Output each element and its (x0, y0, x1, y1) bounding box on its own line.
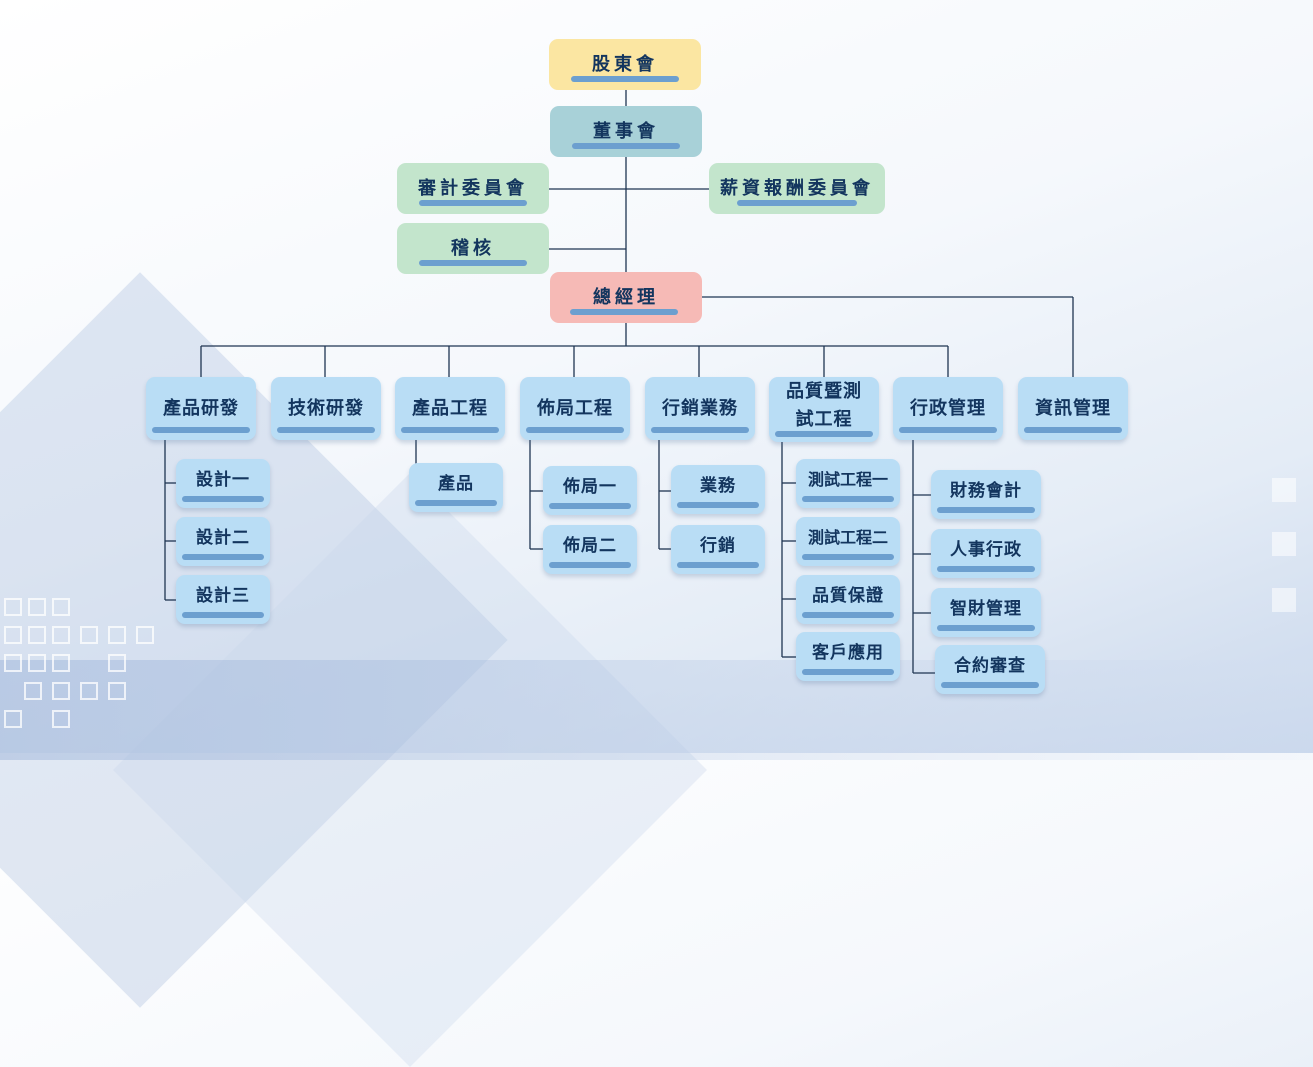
sub-sales: 業務 (671, 465, 765, 514)
accent-bar (775, 431, 873, 437)
accent-bar (941, 682, 1039, 688)
sub-hr-admin: 人事行政 (931, 529, 1041, 578)
sub-label: 智財管理 (950, 599, 1022, 620)
sub-layout-2: 佈局二 (543, 525, 637, 574)
sub-label: 佈局二 (563, 536, 617, 557)
dept-layout-engineering: 佈局工程 (520, 377, 630, 440)
accent-bar (419, 260, 527, 266)
accent-bar (899, 427, 997, 433)
accent-bar (802, 612, 894, 618)
sub-label: 財務會計 (950, 481, 1022, 502)
dept-label: 技術研發 (288, 397, 364, 419)
sub-marketing: 行銷 (671, 525, 765, 574)
dept-label: 產品工程 (412, 397, 488, 419)
accent-bar (549, 562, 631, 568)
accent-bar (571, 76, 679, 82)
accent-bar (677, 502, 759, 508)
accent-bar (277, 427, 375, 433)
dept-label: 行政管理 (910, 397, 986, 419)
accent-bar (802, 554, 894, 560)
dept-marketing-sales: 行銷業務 (645, 377, 755, 440)
accent-bar (802, 496, 894, 502)
dept-label: 資訊管理 (1035, 397, 1111, 419)
sub-test-engineering-2: 測試工程二 (796, 517, 900, 566)
sub-label: 人事行政 (950, 540, 1022, 561)
dept-tech-rd: 技術研發 (271, 377, 381, 440)
shareholders-node: 股東會 (549, 39, 701, 90)
sub-label: 品質保證 (812, 586, 884, 607)
dept-information-management: 資訊管理 (1018, 377, 1128, 440)
accent-bar (182, 612, 264, 618)
accent-bar (401, 427, 499, 433)
accent-bar (937, 566, 1035, 572)
sub-label: 佈局一 (563, 477, 617, 498)
sub-label: 產品 (438, 474, 474, 495)
sub-finance-accounting: 財務會計 (931, 470, 1041, 519)
accent-bar (651, 427, 749, 433)
accent-bar (737, 200, 857, 206)
shareholders-label: 股東會 (592, 53, 658, 75)
sub-ip-management: 智財管理 (931, 588, 1041, 637)
accent-bar (570, 309, 678, 315)
sub-quality-assurance: 品質保證 (796, 575, 900, 624)
dept-label: 產品研發 (163, 397, 239, 419)
remuneration-committee-node: 薪資報酬委員會 (709, 163, 885, 214)
sub-label: 合約審查 (954, 656, 1026, 677)
dept-label: 佈局工程 (537, 397, 613, 419)
dept-product-rd: 產品研發 (146, 377, 256, 440)
sub-label: 測試工程一 (807, 470, 888, 490)
sub-design-1: 設計一 (176, 459, 270, 508)
dept-label: 品質暨測試工程 (786, 380, 862, 430)
board-node: 董事會 (550, 106, 702, 157)
dept-label: 行銷業務 (662, 397, 738, 419)
dept-quality-testing: 品質暨測試工程 (769, 377, 879, 442)
sub-label: 業務 (700, 476, 736, 497)
dept-administration: 行政管理 (893, 377, 1003, 440)
accent-bar (1024, 427, 1122, 433)
sub-label: 設計三 (196, 586, 250, 607)
remuneration-committee-label: 薪資報酬委員會 (720, 177, 874, 199)
general-manager-label: 總經理 (593, 286, 659, 308)
accent-bar (182, 496, 264, 502)
sub-layout-1: 佈局一 (543, 466, 637, 515)
sub-product: 產品 (409, 463, 503, 512)
sub-label: 設計一 (196, 470, 250, 491)
sub-label: 設計二 (196, 528, 250, 549)
accent-bar (415, 500, 497, 506)
sub-design-2: 設計二 (176, 517, 270, 566)
connector-lines (164, 90, 1074, 674)
sub-label: 測試工程二 (807, 528, 888, 548)
sub-design-3: 設計三 (176, 575, 270, 624)
general-manager-node: 總經理 (550, 272, 702, 323)
accent-bar (526, 427, 624, 433)
board-label: 董事會 (593, 120, 659, 142)
accent-bar (937, 625, 1035, 631)
internal-audit-label: 稽核 (451, 237, 495, 259)
sub-label: 客戶應用 (812, 643, 884, 664)
sub-customer-application: 客戶應用 (796, 632, 900, 681)
accent-bar (937, 507, 1035, 513)
accent-bar (549, 503, 631, 509)
accent-bar (419, 200, 527, 206)
accent-bar (572, 143, 680, 149)
sub-test-engineering-1: 測試工程一 (796, 459, 900, 508)
dept-product-engineering: 產品工程 (395, 377, 505, 440)
accent-bar (182, 554, 264, 560)
sub-label: 行銷 (700, 536, 736, 557)
audit-committee-node: 審計委員會 (397, 163, 549, 214)
internal-audit-node: 稽核 (397, 223, 549, 274)
audit-committee-label: 審計委員會 (418, 177, 528, 199)
accent-bar (677, 562, 759, 568)
accent-bar (152, 427, 250, 433)
accent-bar (802, 669, 894, 675)
sub-contract-review: 合約審查 (935, 645, 1045, 694)
